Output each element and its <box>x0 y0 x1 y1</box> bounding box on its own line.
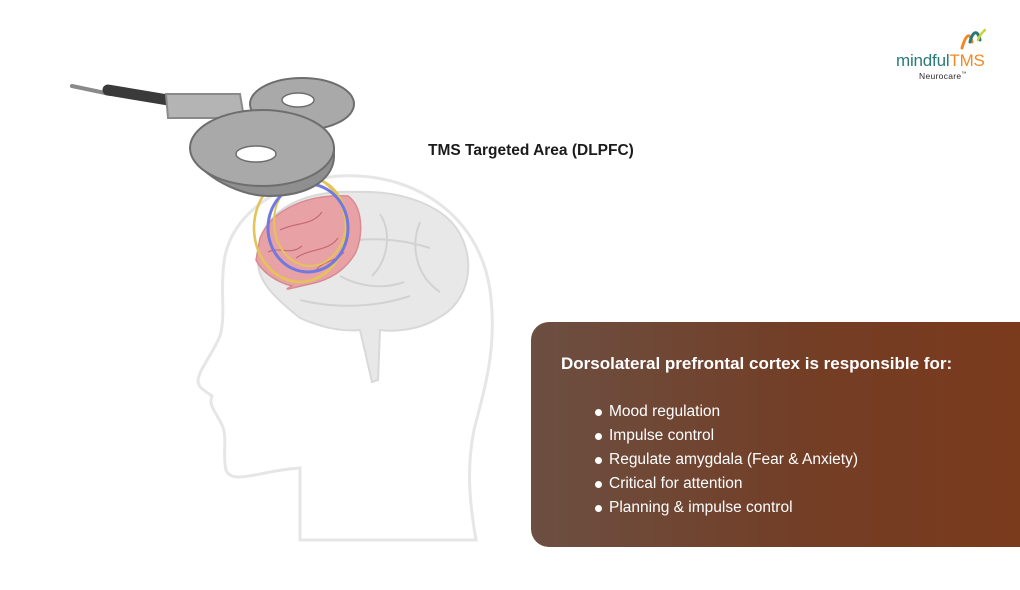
logo-subtitle: Neurocare™ <box>919 71 967 81</box>
dlpfc-info-panel: Dorsolateral prefrontal cortex is respon… <box>531 322 1020 547</box>
logo-wordmark: mindfulTMS <box>896 51 985 71</box>
list-item: Regulate amygdala (Fear & Anxiety) <box>595 448 858 472</box>
logo-trademark: ™ <box>961 71 967 77</box>
logo-mark-icon <box>960 28 986 50</box>
list-item: Mood regulation <box>595 400 858 424</box>
function-list: Mood regulation Impulse control Regulate… <box>595 400 858 520</box>
logo-word-part1: mindful <box>896 51 950 70</box>
brand-logo: mindfulTMS Neurocare™ <box>886 26 1006 86</box>
logo-subtitle-text: Neurocare <box>919 71 962 81</box>
list-item: Impulse control <box>595 424 858 448</box>
list-item: Planning & impulse control <box>595 496 858 520</box>
list-item: Critical for attention <box>595 472 858 496</box>
targeted-area-label: TMS Targeted Area (DLPFC) <box>428 142 634 159</box>
panel-heading: Dorsolateral prefrontal cortex is respon… <box>561 354 953 373</box>
logo-word-part2: TMS <box>949 51 985 70</box>
tms-coil <box>70 77 355 198</box>
